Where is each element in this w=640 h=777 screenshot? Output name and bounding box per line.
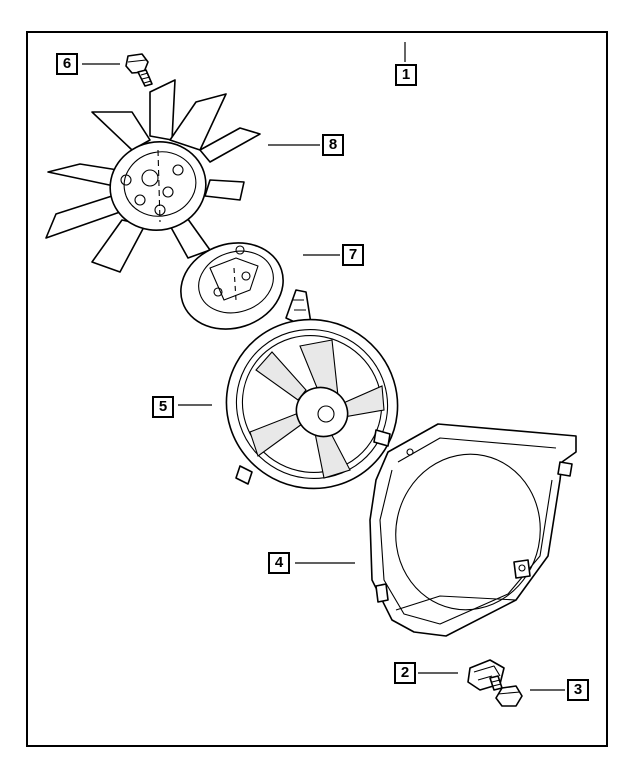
leader-lines: [82, 42, 565, 691]
bolt-part-6: [125, 53, 153, 87]
diagram-frame: [26, 31, 608, 747]
callout-2: 2: [394, 662, 416, 684]
electric-fan-part-5: [225, 289, 399, 490]
fan-blade-part-8: [45, 79, 261, 273]
fan-shroud-part-4: [369, 423, 577, 637]
callout-1: 1: [395, 64, 417, 86]
callout-7: 7: [342, 244, 364, 266]
callout-6: 6: [56, 53, 78, 75]
callout-8: 8: [322, 134, 344, 156]
callout-5: 5: [152, 396, 174, 418]
fan-clutch-part-7: [180, 242, 284, 330]
callout-4: 4: [268, 552, 290, 574]
bolt-part-3: [489, 675, 523, 707]
callout-3: 3: [567, 679, 589, 701]
